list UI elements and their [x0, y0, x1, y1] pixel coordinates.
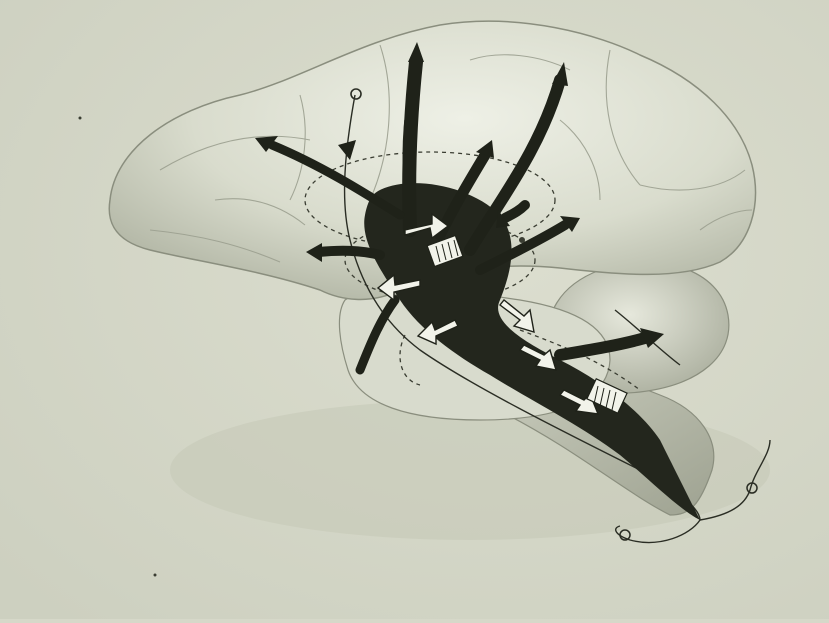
arrow-up-frontal [409, 62, 416, 230]
speck [79, 117, 82, 120]
speck [154, 574, 157, 577]
marker-dot [519, 237, 525, 243]
arrow-left [318, 251, 380, 255]
